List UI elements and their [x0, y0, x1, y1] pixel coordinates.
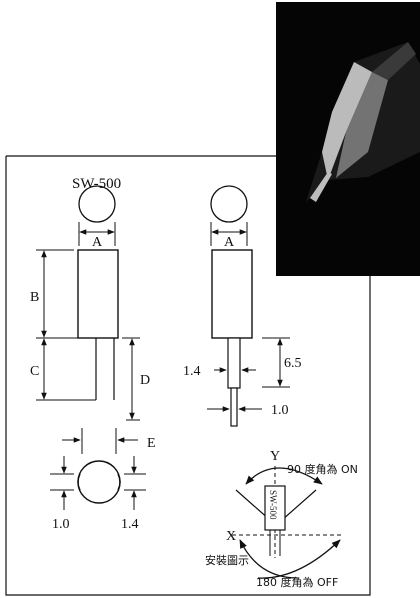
- product-photo: [276, 2, 420, 276]
- on-angle-line-right: [281, 489, 317, 521]
- switch-body-left: [77, 249, 119, 339]
- mounting-caption: 安裝圖示: [205, 553, 249, 567]
- axis-x-label: X: [226, 529, 236, 544]
- bottom-view-lead-right: [117, 473, 121, 491]
- mount-switch-body: [264, 485, 286, 531]
- dim-c-label: C: [30, 364, 39, 379]
- off-arc-left: [239, 539, 299, 579]
- lead-collar: [227, 337, 241, 389]
- on-angle-arc: [245, 467, 323, 485]
- bottom-view-circle: [77, 460, 121, 504]
- dim-d-label: D: [140, 373, 150, 388]
- axis-y-label: Y: [270, 449, 280, 464]
- drawing-frame: [5, 155, 371, 596]
- bottom-view-lead-left: [77, 473, 81, 491]
- right-top-view-circle: [210, 185, 248, 223]
- dim-6-5-label: 6.5: [284, 356, 302, 371]
- dim-1-4-label-side: 1.4: [183, 364, 201, 379]
- dim-a-label-right: A: [224, 235, 235, 250]
- on-angle-label: 90 度角為 ON: [287, 462, 358, 476]
- off-arc-right: [257, 539, 341, 579]
- dim-1-0-label-bottom: 1.0: [52, 517, 70, 532]
- off-angle-label: 180 度角為 OFF: [256, 575, 338, 589]
- switch-body-right: [211, 249, 253, 339]
- dim-b-label: B: [30, 290, 39, 305]
- dim-a-label-left: A: [92, 235, 103, 250]
- mount-switch-text: SW-500: [268, 490, 278, 520]
- on-angle-line-left: [235, 489, 271, 521]
- model-label: SW-500: [72, 176, 121, 192]
- dim-e-label: E: [147, 436, 156, 451]
- switch-photo-image: [276, 2, 420, 276]
- dim-1-0-label-side: 1.0: [271, 403, 289, 418]
- left-top-view-circle: [78, 185, 116, 223]
- dim-1-4-label-bottom: 1.4: [121, 517, 139, 532]
- lead-pin: [230, 387, 238, 427]
